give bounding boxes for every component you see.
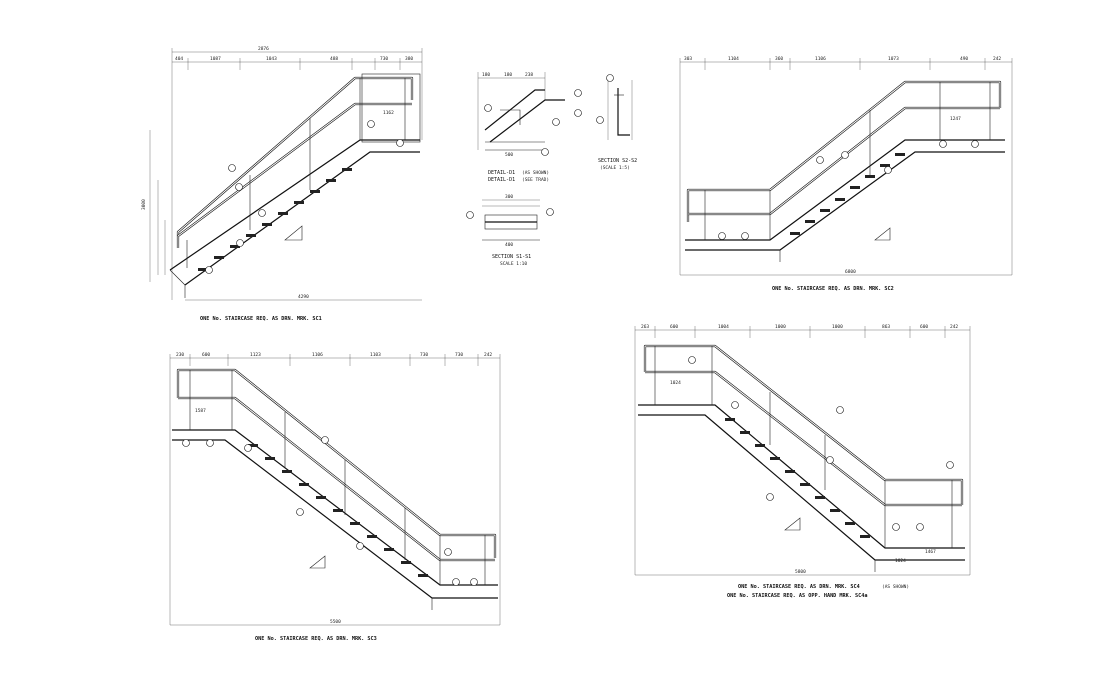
sc4-dim-platform: 1024 bbox=[670, 380, 681, 386]
s1-dim-top: 300 bbox=[505, 194, 513, 200]
detail-d1-note: (AS SHOWN) bbox=[522, 170, 549, 176]
sc2-stringer bbox=[685, 139, 1005, 262]
sc1-treads bbox=[198, 168, 352, 271]
sc4-dim-5: 1000 bbox=[832, 324, 843, 330]
sc4-dim-6: 863 bbox=[882, 324, 890, 330]
sc2-handrail bbox=[686, 80, 1002, 240]
staircase-sc2-view: 303 1104 360 1106 1073 490 242 bbox=[679, 56, 1013, 292]
sc4-dim-7: 600 bbox=[920, 324, 928, 330]
sc2-dim-left: 303 bbox=[684, 56, 692, 62]
sc2-dim-4: 1073 bbox=[888, 56, 899, 62]
sc4-stringer bbox=[638, 404, 965, 572]
sc1-dim-3: 488 bbox=[330, 56, 338, 62]
sc3-dim-platform: 1587 bbox=[195, 408, 206, 414]
staircase-sc1-view: 2876 404 1087 1043 488 730 380 3000 bbox=[141, 46, 423, 322]
sc1-top-dimensions: 2876 404 1087 1043 488 730 380 bbox=[171, 46, 423, 300]
sc4-dim-platform-2: 1467 bbox=[925, 549, 936, 555]
detail-d1b-label: DETAIL-D1 bbox=[488, 177, 515, 183]
sc2-dim-platform: 1247 bbox=[950, 116, 961, 122]
detail-d1: 180 180 238 500 DETAIL-D1 (AS SHOWN) DET… bbox=[477, 72, 582, 183]
sc4-top-dimensions: 263 600 1004 1000 1000 863 600 242 bbox=[634, 324, 971, 575]
sc4-handrail bbox=[643, 344, 964, 548]
sc3-dim-bottom: 5500 bbox=[330, 619, 341, 625]
sc3-stringer bbox=[172, 429, 498, 610]
sc4-dim-3: 1004 bbox=[718, 324, 729, 330]
section-s1-scale: SCALE 1:10 bbox=[500, 261, 527, 267]
sc4-dim-4: 1000 bbox=[775, 324, 786, 330]
detail-dim-4: 500 bbox=[505, 152, 513, 158]
sc2-dim-1: 1104 bbox=[728, 56, 739, 62]
sc1-dim-platform: 1162 bbox=[383, 110, 394, 116]
sc3-dim-4: 1106 bbox=[312, 352, 323, 358]
sc2-treads bbox=[790, 153, 905, 235]
sc1-dim-1: 1087 bbox=[210, 56, 221, 62]
sc1-dim-left: 404 bbox=[175, 56, 183, 62]
sc3-dim-5: 1103 bbox=[370, 352, 381, 358]
detail-dim-3: 238 bbox=[525, 72, 533, 78]
section-s2: SECTION S2-S2 (SCALE 1:5) bbox=[596, 74, 637, 171]
sc1-stringer bbox=[169, 139, 420, 298]
sc2-dim-3: 1106 bbox=[815, 56, 826, 62]
sc3-dim-6: 730 bbox=[420, 352, 428, 358]
section-s2-scale: (SCALE 1:5) bbox=[600, 165, 630, 171]
sc1-dim-height: 3000 bbox=[141, 199, 147, 210]
sc3-dim-3: 1123 bbox=[250, 352, 261, 358]
sc2-dim-6: 242 bbox=[993, 56, 1001, 62]
section-s2-label: SECTION S2-S2 bbox=[598, 158, 637, 164]
section-s1-label: SECTION S1-S1 bbox=[492, 254, 531, 260]
sc1-dim-overall: 2876 bbox=[258, 46, 269, 52]
sc3-dim-1: 230 bbox=[176, 352, 184, 358]
sc2-caption: ONE No. STAIRCASE REQ. AS DRN. MRK. SC2 bbox=[772, 286, 894, 292]
sc4a-caption: ONE No. STAIRCASE REQ. AS OPP. HAND MRK.… bbox=[727, 593, 868, 599]
sc4-dim-2: 600 bbox=[670, 324, 678, 330]
sc4-treads bbox=[725, 418, 870, 538]
sc2-dim-bottom: 6800 bbox=[845, 269, 856, 275]
sc1-dim-bottom: 4290 bbox=[298, 294, 309, 300]
sc1-dim-4: 730 bbox=[380, 56, 388, 62]
sc4-caption: ONE No. STAIRCASE REQ. AS DRN. MRK. SC4 bbox=[738, 584, 860, 590]
sc4-dim-1: 263 bbox=[641, 324, 649, 330]
sc1-handrail bbox=[176, 76, 414, 268]
sc2-top-dimensions: 303 1104 360 1106 1073 490 242 bbox=[679, 56, 1013, 275]
sc3-treads bbox=[248, 444, 428, 577]
sc3-handrail bbox=[176, 368, 497, 585]
detail-dim-1: 180 bbox=[482, 72, 490, 78]
sc1-dim-2: 1043 bbox=[266, 56, 277, 62]
s1-dim-bottom: 400 bbox=[505, 242, 513, 248]
section-s1: 300 400 SECTION S1-S1 SCALE 1:10 bbox=[466, 194, 554, 267]
staircase-sc3-view: 230 600 1123 1106 1103 730 730 242 bbox=[169, 352, 501, 642]
detail-d1-label: DETAIL-D1 bbox=[488, 170, 515, 176]
sc3-dim-8: 242 bbox=[484, 352, 492, 358]
sc4-caption-note: (AS SHOWN) bbox=[882, 584, 909, 590]
sc3-dim-7: 730 bbox=[455, 352, 463, 358]
sc1-dim-5: 380 bbox=[405, 56, 413, 62]
sc3-top-dimensions: 230 600 1123 1106 1103 730 730 242 bbox=[169, 352, 501, 625]
detail-dim-2: 180 bbox=[504, 72, 512, 78]
sc4-dim-bottom: 5800 bbox=[795, 569, 806, 575]
sc3-dim-2: 600 bbox=[202, 352, 210, 358]
sc4-dim-platform-3: 1024 bbox=[895, 558, 906, 564]
staircase-sc4-view: 263 600 1004 1000 1000 863 600 242 bbox=[634, 324, 971, 599]
details-view: 180 180 238 500 DETAIL-D1 (AS SHOWN) DET… bbox=[466, 72, 637, 267]
sc3-caption: ONE No. STAIRCASE REQ. AS DRN. MRK. SC3 bbox=[255, 636, 377, 642]
sc1-caption: ONE No. STAIRCASE REQ. AS DRN. MRK. SC1 bbox=[200, 316, 322, 322]
sc2-dim-5: 490 bbox=[960, 56, 968, 62]
sc4-dim-8: 242 bbox=[950, 324, 958, 330]
sc2-dim-2: 360 bbox=[775, 56, 783, 62]
detail-d1b-note: (SEE TRAD) bbox=[522, 177, 549, 183]
